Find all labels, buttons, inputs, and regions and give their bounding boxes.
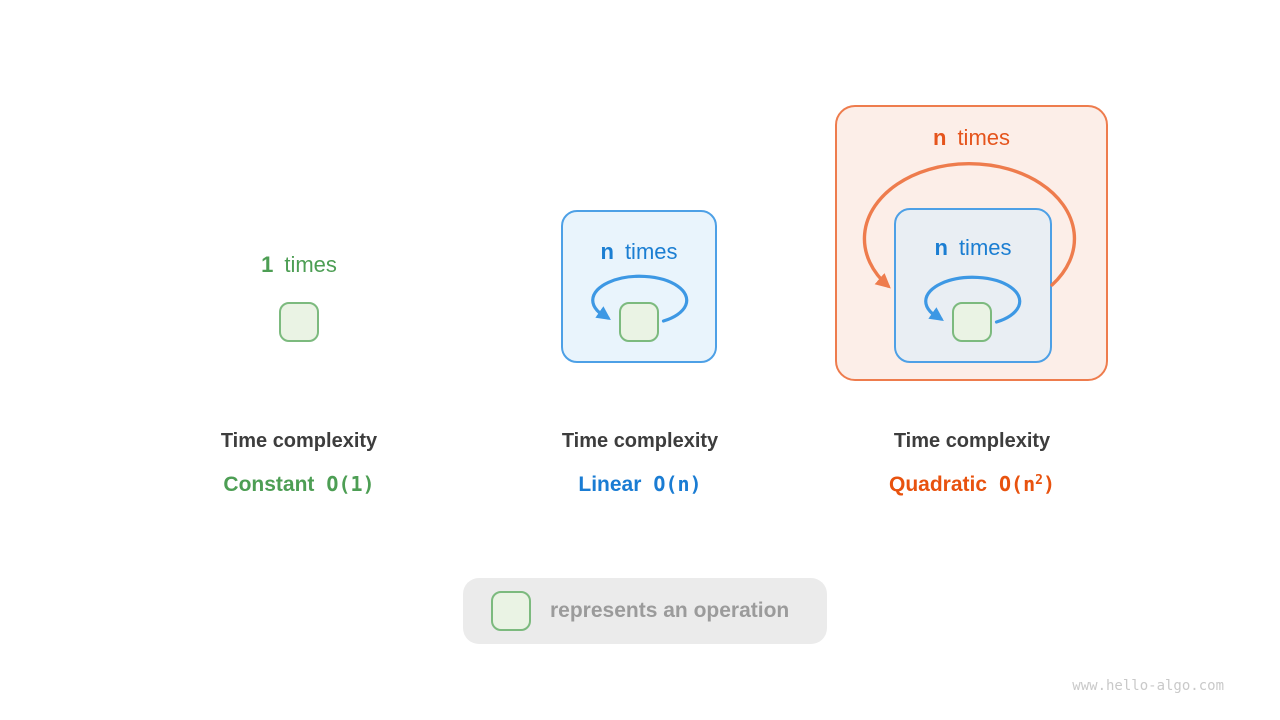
complexity-notation: O(1) <box>326 472 374 496</box>
loop-count: n <box>934 235 948 260</box>
operation-square <box>279 302 319 342</box>
notation-base: O(1) <box>326 472 375 496</box>
legend-label: represents an operation <box>550 599 790 622</box>
complexity-name: Linear <box>578 473 642 496</box>
quadratic-inner-loop-box <box>894 208 1052 363</box>
notation-base: O(n <box>999 472 1036 496</box>
operation-square <box>619 302 659 342</box>
complexity-name: Constant <box>223 473 315 496</box>
caption-title-quadratic: Time complexity <box>893 430 1051 452</box>
complexity-notation: O(n) <box>653 472 701 496</box>
linear-loop-arrow <box>591 274 689 323</box>
complexity-notation: O(n2) <box>999 472 1055 496</box>
notation-sup: 2 <box>1035 473 1043 488</box>
operation-square <box>952 302 992 342</box>
quadratic-outer-loop-arrow <box>862 161 1077 289</box>
loop-count: n <box>932 125 947 150</box>
loop-count-word: times <box>624 239 678 264</box>
watermark: www.hello-algo.com <box>1072 678 1224 694</box>
legend-operation-square-icon <box>491 591 531 631</box>
constant-loop-count-label: 1 times <box>199 252 399 278</box>
notation-suffix: ) <box>1042 472 1056 496</box>
loop-count: n <box>600 239 614 264</box>
complexity-label-linear: Linear O(n) <box>490 472 790 497</box>
complexity-name: Quadratic <box>888 473 988 496</box>
complexity-label-quadratic: Quadratic O(n2) <box>822 472 1122 497</box>
caption-title-linear: Time complexity <box>561 430 719 452</box>
loop-count-word: times <box>284 252 337 277</box>
caption-title-constant: Time complexity <box>220 430 378 452</box>
quadratic-inner-loop-arrow <box>924 275 1022 324</box>
notation-base: O(n) <box>653 472 702 496</box>
loop-count-word: times <box>957 125 1010 150</box>
complexity-label-constant: Constant O(1) <box>149 472 449 497</box>
loop-count-word: times <box>958 235 1012 260</box>
legend: represents an operation <box>463 578 827 644</box>
loop-count: 1 <box>261 252 274 277</box>
